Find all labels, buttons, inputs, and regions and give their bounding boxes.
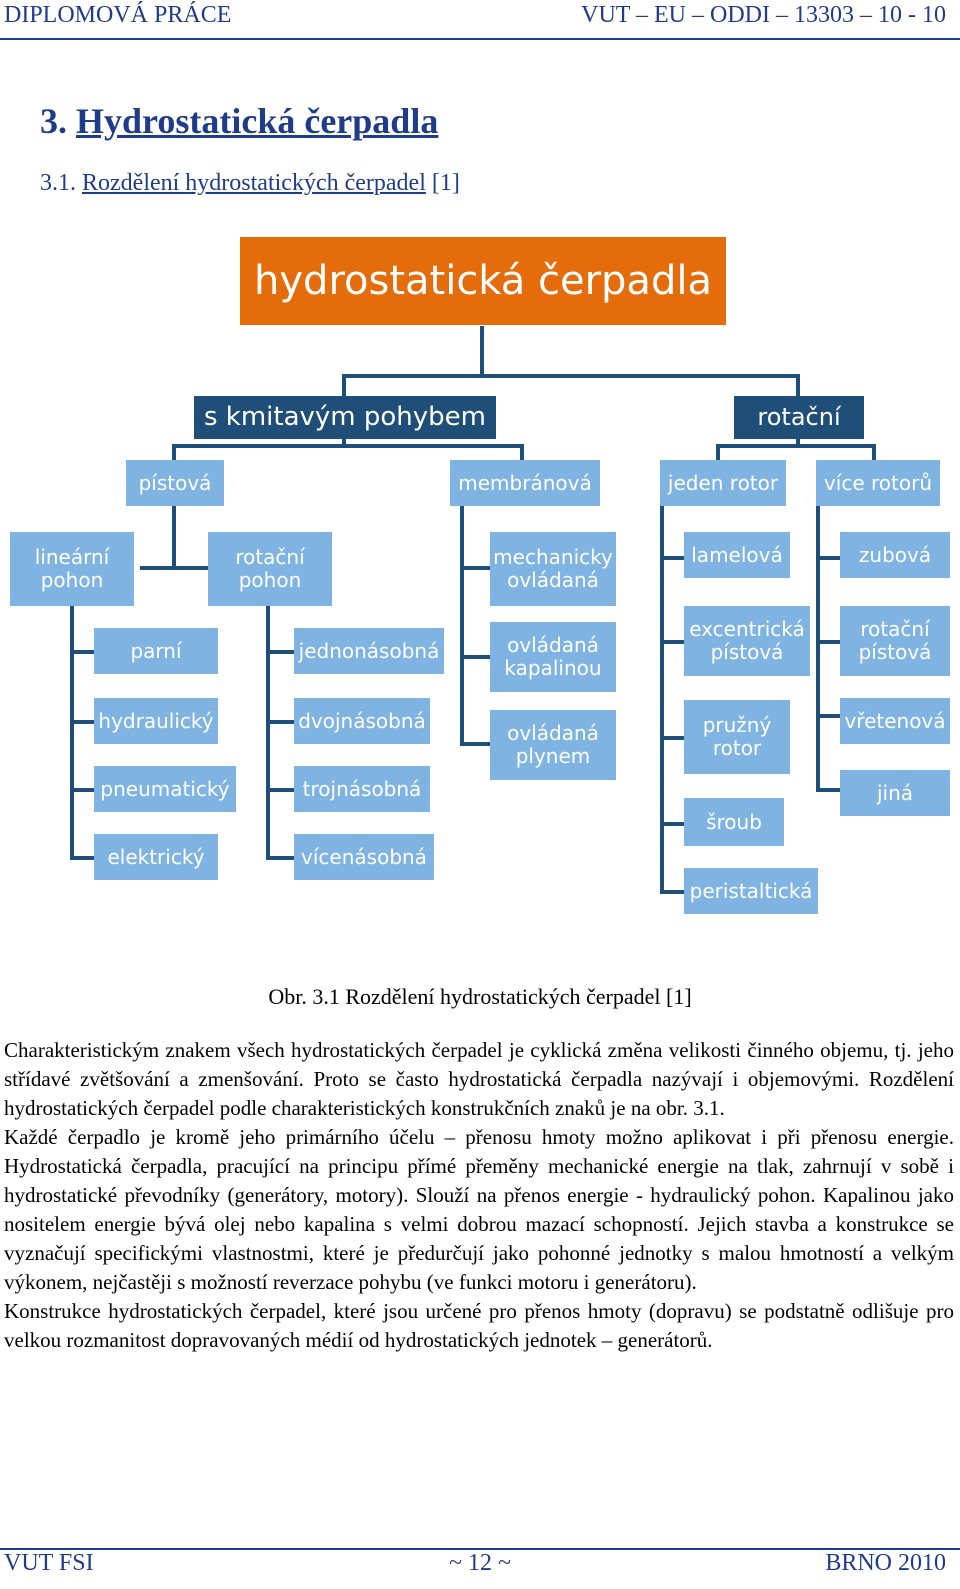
connector: [816, 556, 840, 560]
node-rotary-drive: rotační pohon: [208, 532, 332, 606]
node-multi-rotor-item: rotační pístová: [840, 606, 950, 676]
node-piston: pístová: [126, 460, 224, 506]
connector: [266, 720, 294, 724]
page-footer-right: BRNO 2010: [825, 1550, 946, 1576]
figure-caption: Obr. 3.1 Rozdělení hydrostatických čerpa…: [268, 984, 692, 1009]
connector: [266, 650, 294, 654]
connector: [520, 444, 524, 460]
connector: [140, 566, 208, 570]
classification-diagram: hydrostatická čerpadla s kmitavým pohybe…: [10, 237, 950, 914]
footer-rule: [0, 1548, 960, 1550]
section-number: 3.1.: [40, 170, 76, 196]
page-header-right: VUT – EU – ODDI – 13303 – 10 - 10: [581, 2, 946, 28]
node-linear-item: pneumatický: [94, 766, 236, 812]
connector: [816, 788, 840, 792]
node-single-rotor-item: lamelová: [684, 532, 790, 578]
chapter-number: 3.: [40, 101, 67, 141]
paragraph: Konstrukce hydrostatických čerpadel, kte…: [4, 1299, 954, 1352]
connector: [872, 444, 876, 460]
page-number: ~ 12 ~: [449, 1550, 511, 1576]
connector: [172, 506, 176, 568]
connector: [660, 506, 664, 894]
connector: [460, 506, 464, 746]
node-rotary-item: jednonásobná: [294, 628, 444, 674]
page-footer-left: VUT FSI: [4, 1550, 94, 1576]
node-rotary-item: trojnásobná: [294, 766, 430, 812]
header-rule: [0, 38, 960, 40]
connector: [70, 650, 94, 654]
paragraph: Každé čerpadlo je kromě jeho primárního …: [4, 1125, 954, 1294]
connector: [266, 606, 270, 860]
node-multi-rotor-item: vřetenová: [840, 698, 950, 744]
section-ref: [1]: [431, 170, 460, 196]
chapter-heading: 3. Hydrostatická čerpadla: [40, 100, 438, 142]
connector: [342, 374, 346, 396]
node-rotary: rotační: [734, 396, 864, 439]
node-linear-item: elektrický: [94, 834, 218, 880]
node-multi-rotor-item: jiná: [840, 770, 950, 816]
connector: [660, 556, 684, 560]
node-linear-item: parní: [94, 628, 218, 674]
node-membrane: membránová: [450, 460, 600, 506]
connector: [796, 434, 800, 446]
node-linear-drive: lineární pohon: [10, 532, 134, 606]
paragraph: Charakteristickým znakem všech hydrostat…: [4, 1038, 954, 1120]
connector: [70, 856, 94, 860]
node-membrane-item: ovládaná kapalinou: [490, 622, 616, 692]
connector: [796, 374, 800, 396]
connector: [342, 374, 800, 378]
connector: [172, 444, 176, 460]
chapter-title: Hydrostatická čerpadla: [76, 101, 439, 141]
connector: [660, 822, 684, 826]
connector: [266, 856, 294, 860]
connector: [716, 444, 876, 448]
connector: [70, 788, 94, 792]
connector: [172, 444, 524, 448]
node-multi-rotor: více rotorů: [816, 460, 940, 506]
node-multi-rotor-item: zubová: [840, 532, 950, 578]
connector: [460, 742, 490, 746]
connector: [816, 714, 840, 718]
node-single-rotor-item: peristaltická: [684, 868, 818, 914]
body-text: Charakteristickým znakem všech hydrostat…: [4, 1036, 954, 1355]
page-header-left: DIPLOMOVÁ PRÁCE: [4, 2, 232, 28]
node-root: hydrostatická čerpadla: [240, 237, 726, 325]
connector: [660, 736, 684, 740]
connector: [342, 434, 346, 446]
node-membrane-item: mechanicky ovládaná: [490, 532, 616, 606]
connector: [660, 640, 684, 644]
connector: [816, 506, 820, 792]
section-title: Rozdělení hydrostatických čerpadel: [82, 170, 426, 196]
section-heading: 3.1. Rozdělení hydrostatických čerpadel …: [40, 170, 460, 197]
node-single-rotor-item: pružný rotor: [684, 700, 790, 774]
node-single-rotor: jeden rotor: [660, 460, 786, 506]
connector: [460, 566, 490, 570]
connector: [816, 640, 840, 644]
connector: [480, 326, 484, 376]
node-linear-item: hydraulický: [94, 698, 218, 744]
node-single-rotor-item: excentrická pístová: [684, 606, 810, 676]
connector: [266, 788, 294, 792]
connector: [70, 606, 74, 860]
connector: [460, 655, 490, 659]
connector: [70, 720, 94, 724]
connector: [716, 444, 720, 460]
node-rotary-item: dvojnásobná: [294, 698, 430, 744]
connector: [660, 890, 684, 894]
node-rotary-item: vícenásobná: [294, 834, 434, 880]
node-single-rotor-item: šroub: [684, 798, 784, 846]
node-oscillating: s kmitavým pohybem: [194, 396, 496, 439]
node-membrane-item: ovládaná plynem: [490, 710, 616, 780]
